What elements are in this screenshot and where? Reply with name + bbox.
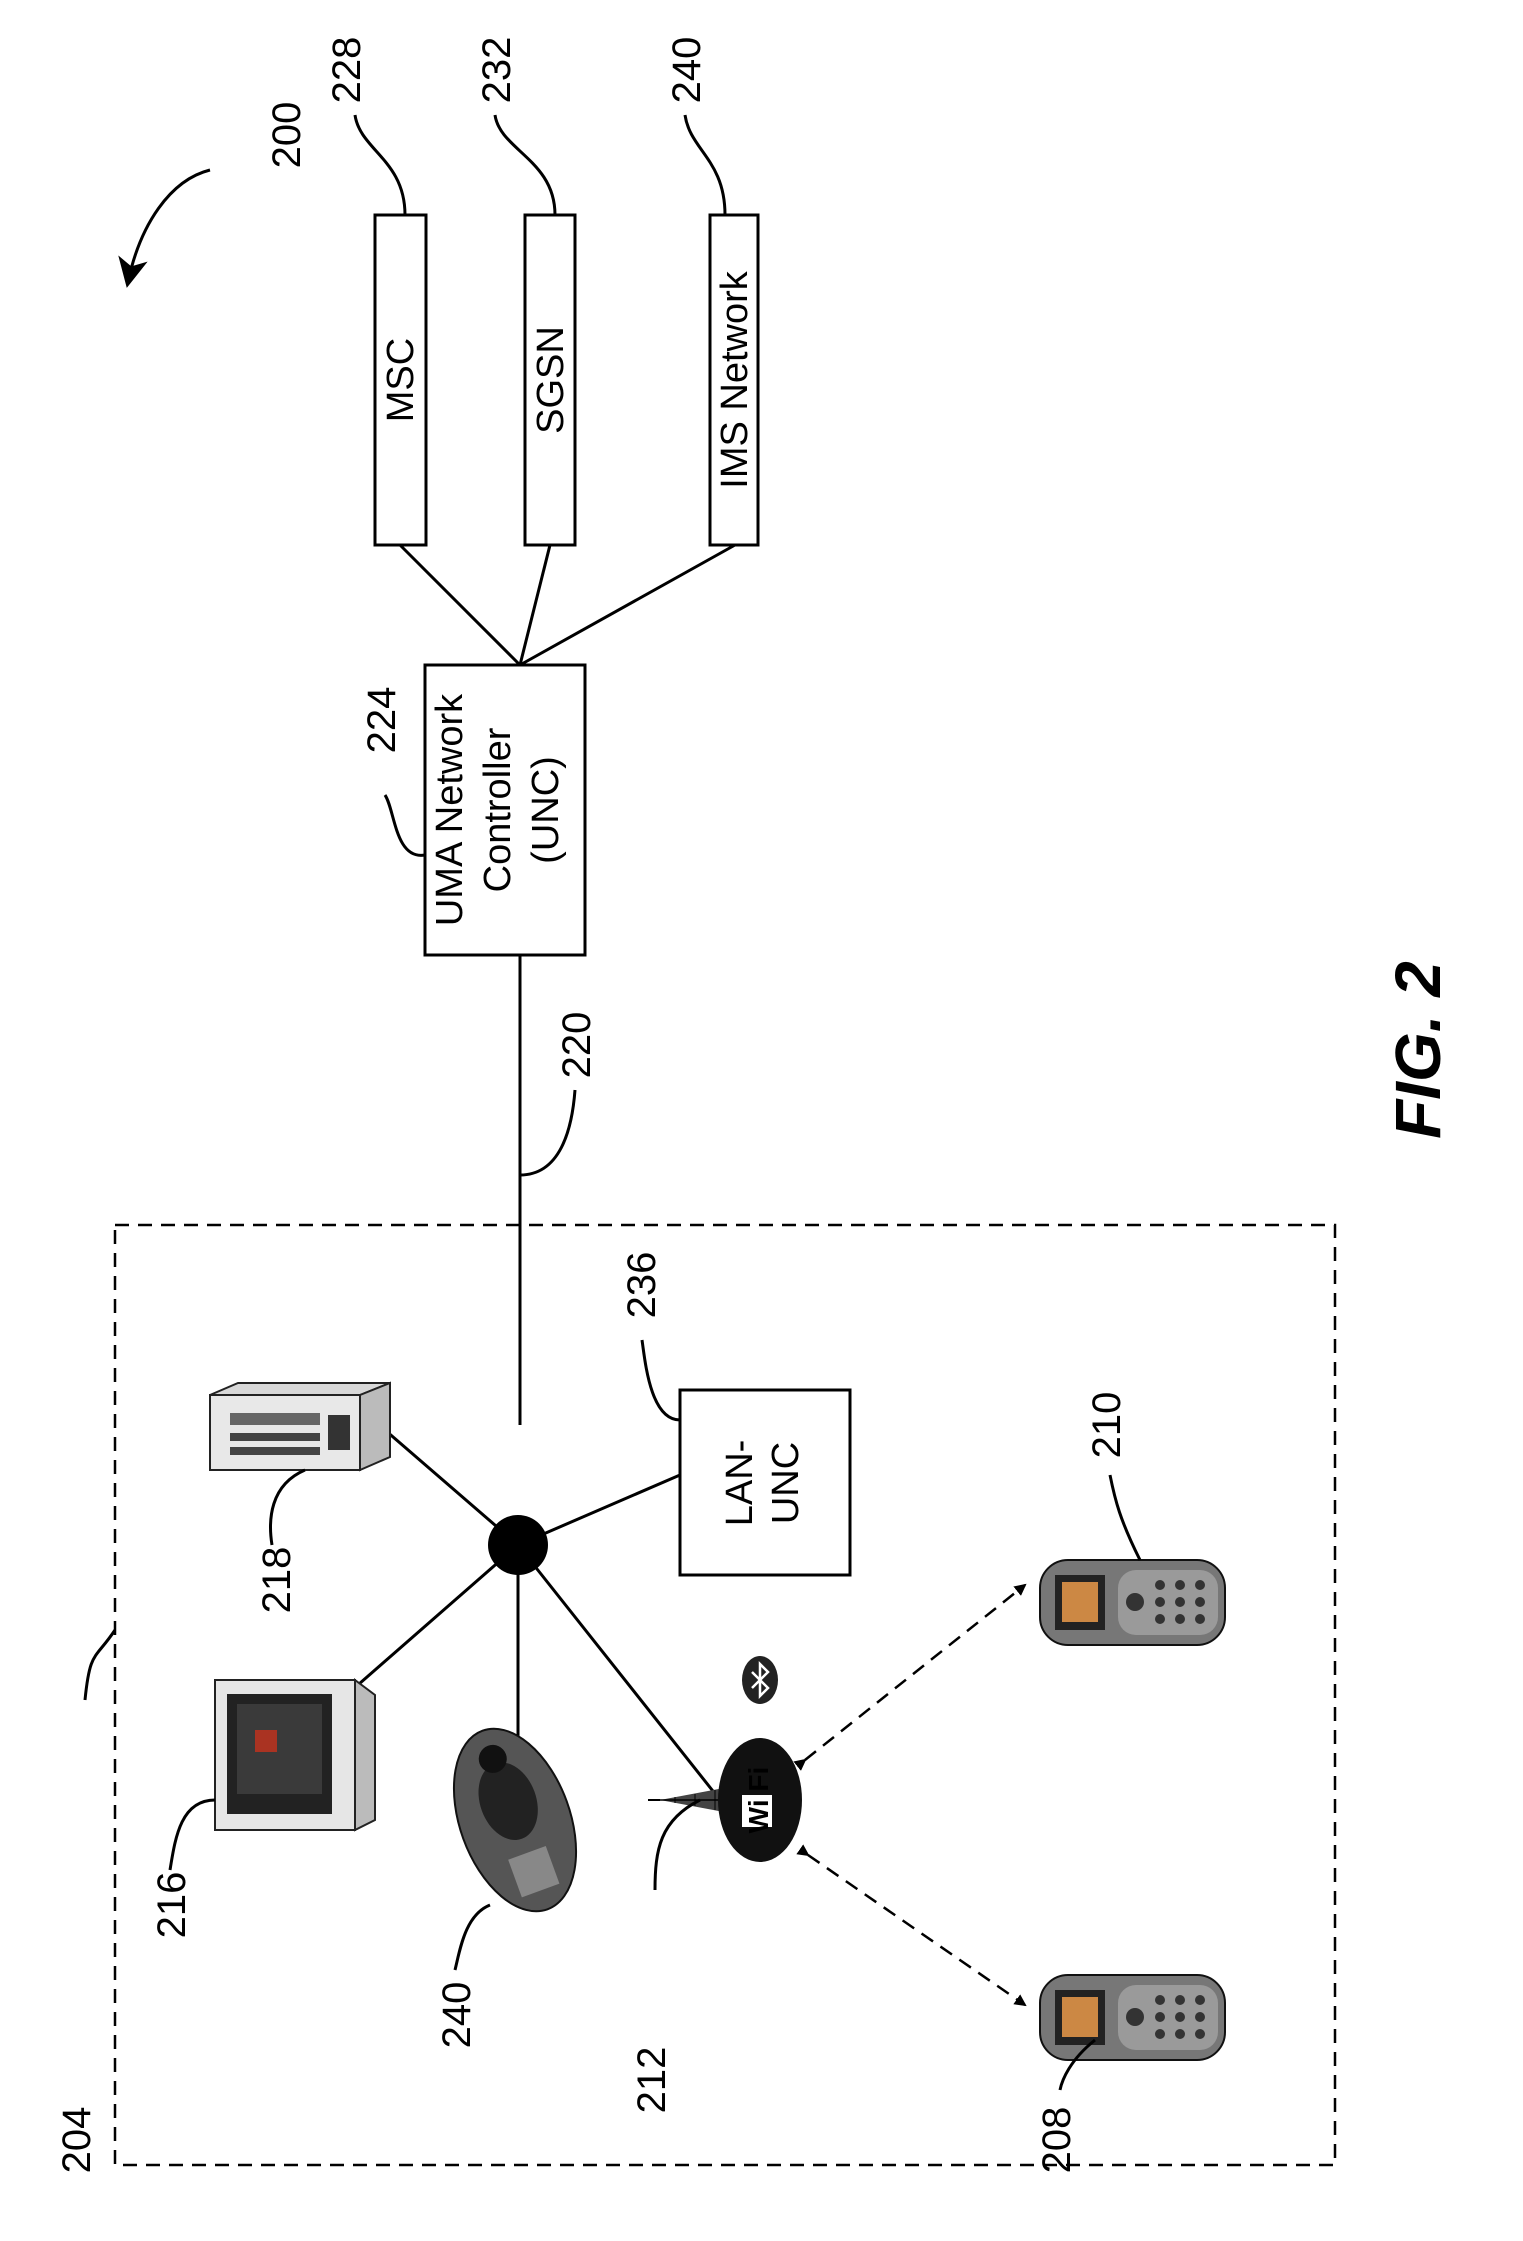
unc-label-line-3: (UNC) xyxy=(525,756,567,864)
ims-network-box: IMS Network xyxy=(710,215,758,545)
link-ref: 220 xyxy=(555,1012,599,1079)
msc-label: MSC xyxy=(380,338,422,422)
server-icon xyxy=(210,1383,390,1470)
phone-b-icon xyxy=(1040,1975,1225,2060)
sgsn-ref: 232 xyxy=(475,37,519,104)
computer-ref: 216 xyxy=(150,1872,194,1939)
phone-a-leader xyxy=(1110,1475,1140,1560)
sgsn-connection xyxy=(520,545,550,665)
lan-unc-label-line-1: LAN- xyxy=(719,1440,761,1527)
wifi-badge-text: Wi Fi xyxy=(743,1767,774,1834)
spoke-computer xyxy=(343,1545,518,1698)
ims-network-label: IMS Network xyxy=(714,270,756,488)
wireless-link-phone-a xyxy=(805,1585,1025,1760)
wifi-badge-icon: Wi Fi xyxy=(718,1738,802,1862)
msc-leader xyxy=(355,115,405,215)
computer-icon xyxy=(215,1680,375,1830)
ims-ref: 240 xyxy=(665,37,709,104)
figure-ref-200: 200 xyxy=(265,102,309,169)
server-leader xyxy=(271,1470,305,1545)
lan-unc-leader xyxy=(642,1340,680,1420)
msc-ref: 228 xyxy=(325,37,369,104)
wireless-link-phone-b xyxy=(808,1855,1025,2005)
sgsn-label: SGSN xyxy=(530,326,572,434)
msc-connection xyxy=(400,545,520,665)
lan-leader xyxy=(85,1630,115,1700)
camera-leader xyxy=(455,1905,490,1970)
camera-icon xyxy=(431,1712,599,1928)
lan-unc-label-line-2: UNC xyxy=(765,1442,807,1524)
figure-caption: FIG. 2 xyxy=(1382,961,1454,1139)
spoke-access-point xyxy=(518,1545,720,1800)
unc-box: UMA Network Controller (UNC) xyxy=(425,665,585,955)
sgsn-leader xyxy=(495,115,555,215)
phone-a-icon xyxy=(1040,1560,1225,1645)
unc-ref: 224 xyxy=(360,687,404,754)
ims-connection xyxy=(520,545,735,665)
network-hub xyxy=(488,1515,548,1575)
server-ref: 218 xyxy=(255,1547,299,1614)
phone-b-ref: 208 xyxy=(1035,2107,1079,2174)
unc-label-line-2: Controller xyxy=(477,727,519,892)
access-point-ref: 212 xyxy=(630,2047,674,2114)
unc-leader xyxy=(385,795,425,855)
msc-box: MSC xyxy=(375,215,426,545)
camera-ref: 240 xyxy=(435,1982,479,2049)
bluetooth-icon xyxy=(742,1656,778,1704)
lan-ref: 204 xyxy=(55,2107,99,2174)
lan-unc-ref: 236 xyxy=(620,1252,664,1319)
computer-leader xyxy=(170,1800,215,1870)
sgsn-box: SGSN xyxy=(525,215,575,545)
phone-a-ref: 210 xyxy=(1085,1392,1129,1459)
unc-label-line-1: UMA Network xyxy=(429,693,471,926)
lan-unc-box: LAN- UNC xyxy=(680,1390,850,1575)
link-220-leader xyxy=(520,1090,575,1175)
access-point-leader xyxy=(655,1800,700,1890)
ims-leader xyxy=(685,115,725,215)
figure-ref-arrow xyxy=(128,170,210,282)
